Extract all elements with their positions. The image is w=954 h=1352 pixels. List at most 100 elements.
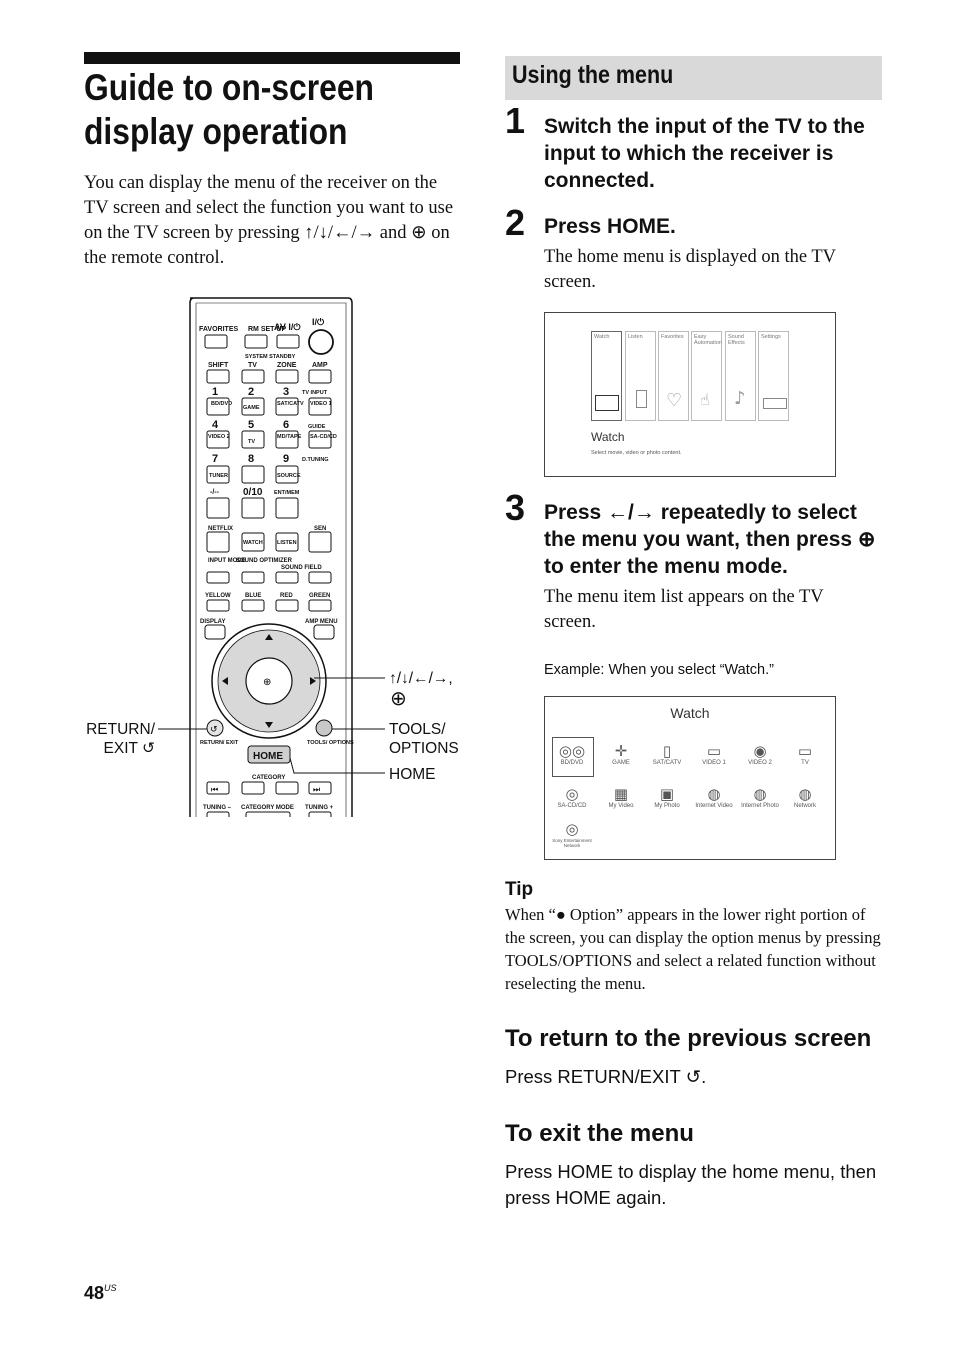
return-exit-button[interactable] [206, 719, 224, 737]
title-rule [84, 52, 460, 64]
home-button[interactable] [247, 745, 291, 764]
up-arrow-icon[interactable] [265, 634, 273, 640]
item-video2-label: VIDEO 2 [748, 760, 772, 766]
tab-watch[interactable]: Watch [591, 331, 622, 421]
tools-options-button[interactable] [315, 719, 333, 737]
item-internet-photo[interactable]: ◍Internet Photo [735, 785, 785, 809]
category-plus-button[interactable] [275, 781, 299, 795]
video1-button[interactable] [308, 397, 332, 416]
tuner-button[interactable] [206, 465, 230, 484]
item-tv[interactable]: ▭TV [780, 742, 830, 766]
yellow-button[interactable] [206, 599, 230, 612]
shift-button[interactable] [206, 369, 230, 384]
down-arrow-icon[interactable] [265, 722, 273, 728]
item-sony-entertainment-network[interactable]: ◎Sony Entertainment Network [547, 820, 597, 849]
item-my-video[interactable]: ▦My Video [596, 785, 646, 809]
red-button[interactable] [275, 599, 299, 612]
source-button[interactable] [275, 465, 299, 484]
tv-input-button[interactable] [241, 430, 265, 449]
game-button[interactable] [241, 397, 265, 416]
remote-label-sen: SEN [314, 526, 326, 532]
next-track-button[interactable] [308, 781, 332, 795]
dash-button[interactable] [206, 497, 230, 519]
step-2-heading: Press HOME. [544, 215, 676, 238]
remote-label-game: GAME [243, 405, 260, 411]
remote-label-category: CATEGORY [252, 775, 285, 781]
gamepad-icon: ✛ [614, 742, 628, 760]
item-internet-video-label: Internet Video [695, 803, 733, 809]
tab-easy-automation[interactable]: Easy Automation ☝ [691, 331, 722, 421]
item-video1[interactable]: ▭VIDEO 1 [689, 742, 739, 766]
remote-control-illustration: FAVORITES RM SET UP AV I/⏻ I/⏻ SYSTEM ST… [158, 297, 385, 820]
zone-button[interactable] [275, 369, 299, 384]
category-minus-button[interactable] [241, 781, 265, 795]
bd-dvd-button[interactable] [206, 397, 230, 416]
remote-crop [188, 817, 358, 820]
ent-mem-button[interactable] [275, 497, 299, 519]
tools-callout: TOOLS/ OPTIONS [389, 721, 459, 757]
remote-label-netflix: NETFLIX [208, 526, 233, 532]
right-arrow-icon[interactable] [310, 677, 316, 685]
rm-setup-button[interactable] [244, 334, 268, 349]
remote-label-shift: SHIFT [208, 362, 229, 369]
sen-button[interactable] [308, 531, 332, 553]
remote-label-sound-field: SOUND FIELD [281, 565, 322, 571]
item-bd-dvd-label: BD/DVD [560, 760, 584, 766]
sa-cd-button[interactable] [308, 430, 332, 449]
md-tape-button[interactable] [275, 430, 299, 449]
digit-2: 2 [248, 386, 254, 398]
tv-icon [595, 395, 619, 411]
return-icon: ↺ [210, 725, 218, 735]
blue-button[interactable] [241, 599, 265, 612]
cd-player-icon: ◎ [565, 785, 579, 803]
netflix-button[interactable] [206, 531, 230, 553]
return-heading: To return to the previous screen [505, 1025, 872, 1052]
remote-label-system-standby: SYSTEM STANDBY [245, 354, 296, 360]
digit-8-button[interactable] [241, 465, 265, 484]
item-sat-catv[interactable]: ▯SAT/CATV [642, 742, 692, 766]
watch-menu-screenshot: Watch ◎◎BD/DVD ✛GAME ▯SAT/CATV ▭VIDEO 1 … [544, 696, 836, 860]
item-sat-catv-label: SAT/CATV [652, 760, 682, 766]
amp-menu-button[interactable] [313, 624, 335, 640]
display-button[interactable] [204, 624, 226, 640]
item-network[interactable]: ◍Network [780, 785, 830, 809]
enter-button[interactable] [245, 657, 293, 705]
sound-field-plus-button[interactable] [308, 571, 332, 584]
watch-button[interactable] [241, 532, 265, 552]
favorites-button[interactable] [204, 334, 228, 349]
sound-field-minus-button[interactable] [275, 571, 299, 584]
remote-label-green: GREEN [309, 593, 330, 599]
amp-button[interactable] [308, 369, 332, 384]
remote-label-return: RETURN/ EXIT [200, 740, 239, 746]
remote-label-dash: -/-- [210, 489, 220, 496]
prev-track-button[interactable] [206, 781, 230, 795]
tab-sound-effects[interactable]: Sound Effects ♪ [725, 331, 756, 421]
item-bd-dvd[interactable]: ◎◎BD/DVD [547, 742, 597, 766]
tab-sound-effects-label: Sound Effects [728, 334, 745, 346]
receiver-icon [763, 398, 787, 409]
video2-button[interactable] [206, 430, 230, 449]
tv-button[interactable] [241, 369, 265, 384]
sound-optimizer-button[interactable] [241, 571, 265, 584]
sen-icon: ◎ [565, 820, 579, 838]
remote-label-tv-2: TV [248, 439, 255, 445]
tab-favorites[interactable]: Favorites ♡ [658, 331, 689, 421]
tab-listen[interactable]: Listen [625, 331, 656, 421]
digit-8: 8 [248, 453, 254, 465]
item-my-photo[interactable]: ▣My Photo [642, 785, 692, 809]
green-button[interactable] [308, 599, 332, 612]
listen-button[interactable] [275, 532, 299, 552]
zero-ten-button[interactable] [241, 497, 265, 519]
item-sa-cd[interactable]: ◎SA-CD/CD [547, 785, 597, 809]
sat-catv-button[interactable] [275, 397, 299, 416]
tab-watch-label: Watch [594, 334, 610, 340]
av-power-button[interactable] [276, 334, 300, 349]
item-video2[interactable]: ◉VIDEO 2 [735, 742, 785, 766]
input-mode-button[interactable] [206, 571, 230, 584]
item-internet-video[interactable]: ◍Internet Video [689, 785, 739, 809]
tab-settings[interactable]: Settings [758, 331, 789, 421]
remote-label-ent-mem: ENT/MEM [274, 490, 300, 496]
item-game[interactable]: ✛GAME [596, 742, 646, 766]
left-arrow-icon[interactable] [222, 677, 228, 685]
power-button[interactable] [308, 329, 334, 355]
